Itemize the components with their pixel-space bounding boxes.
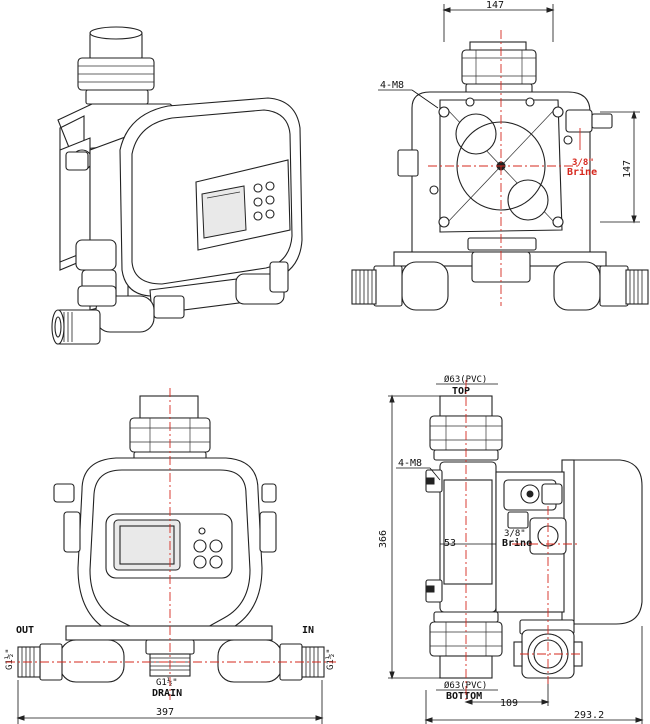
front-view: OUT IN G1½" G1½" G1½" DRAIN 397 [4, 388, 336, 724]
top-view-port-lower [507, 179, 549, 221]
top-view-union-nut [461, 49, 537, 85]
front-view-lcd-screen [113, 519, 181, 571]
side-view-brine-size: 3/8" [504, 529, 526, 539]
top-view-brine-label: Brine [567, 166, 597, 178]
top-view-brine-size: 3/8" [572, 158, 594, 168]
side-view-brine-label: Brine [502, 537, 532, 549]
front-view-button [193, 539, 207, 553]
side-view-top-pipe-label: Ø63(PVC) [444, 374, 487, 385]
top-view-left-elbow [401, 261, 449, 311]
top-view-right-elbow [553, 261, 601, 311]
top-view-bolts [429, 97, 573, 228]
front-view-out-thread-label: G1½" [4, 648, 15, 670]
iso-button [253, 211, 263, 221]
front-view-base-rail [65, 625, 273, 641]
front-view-out-label: OUT [16, 625, 34, 636]
iso-button [265, 181, 275, 191]
front-view-in-label: IN [302, 625, 314, 636]
top-view: 147 4-M8 3/8" Brine [351, 0, 649, 311]
side-view-top-label: TOP [452, 386, 470, 397]
front-view-width-dimension: 397 [156, 707, 174, 718]
top-view-height-dimension: 147 [622, 160, 633, 178]
front-view-top-pipe [139, 395, 199, 419]
top-view-bolt-label: 4-M8 [380, 80, 404, 91]
top-view-brine-fitting [565, 109, 593, 133]
iso-drain-port [153, 295, 185, 319]
side-view-inner-dimension: 53 [444, 538, 456, 549]
top-view-width-dimension: 147 [486, 0, 504, 11]
side-view-depth-dimension: 293.2 [574, 710, 604, 721]
front-view-indicator [198, 527, 206, 535]
side-view-bolt-label: 4-M8 [398, 458, 422, 469]
iso-button [253, 197, 263, 207]
front-view-in-thread-label: G1½" [325, 648, 336, 670]
front-view-button [193, 555, 207, 569]
side-view-height-dimension: 366 [378, 530, 389, 548]
iso-button [265, 195, 275, 205]
side-view: Ø63(PVC) TOP 3/8" Brine 4-M8 [378, 374, 644, 724]
top-view-right-thread [625, 269, 649, 305]
side-view-valve-body [439, 461, 497, 613]
side-view-bottom-pipe-label: Ø63(PVC) [444, 680, 487, 691]
side-view-bottom-label: BOTTOM [446, 691, 482, 702]
front-view-out-elbow [59, 639, 125, 683]
front-view-button [209, 555, 223, 569]
iso-button [265, 209, 275, 219]
iso-button [253, 183, 263, 193]
side-view-controller-housing [569, 459, 643, 625]
isometric-view [51, 26, 303, 345]
side-view-offset-dimension: 109 [500, 698, 518, 709]
front-view-in-elbow [217, 639, 283, 683]
front-view-drain-thread-label: G1½" [156, 677, 178, 688]
top-view-port-upper [455, 113, 497, 155]
iso-lcd-screen [201, 185, 247, 239]
front-view-drain-label: DRAIN [152, 688, 182, 699]
front-view-button [209, 539, 223, 553]
